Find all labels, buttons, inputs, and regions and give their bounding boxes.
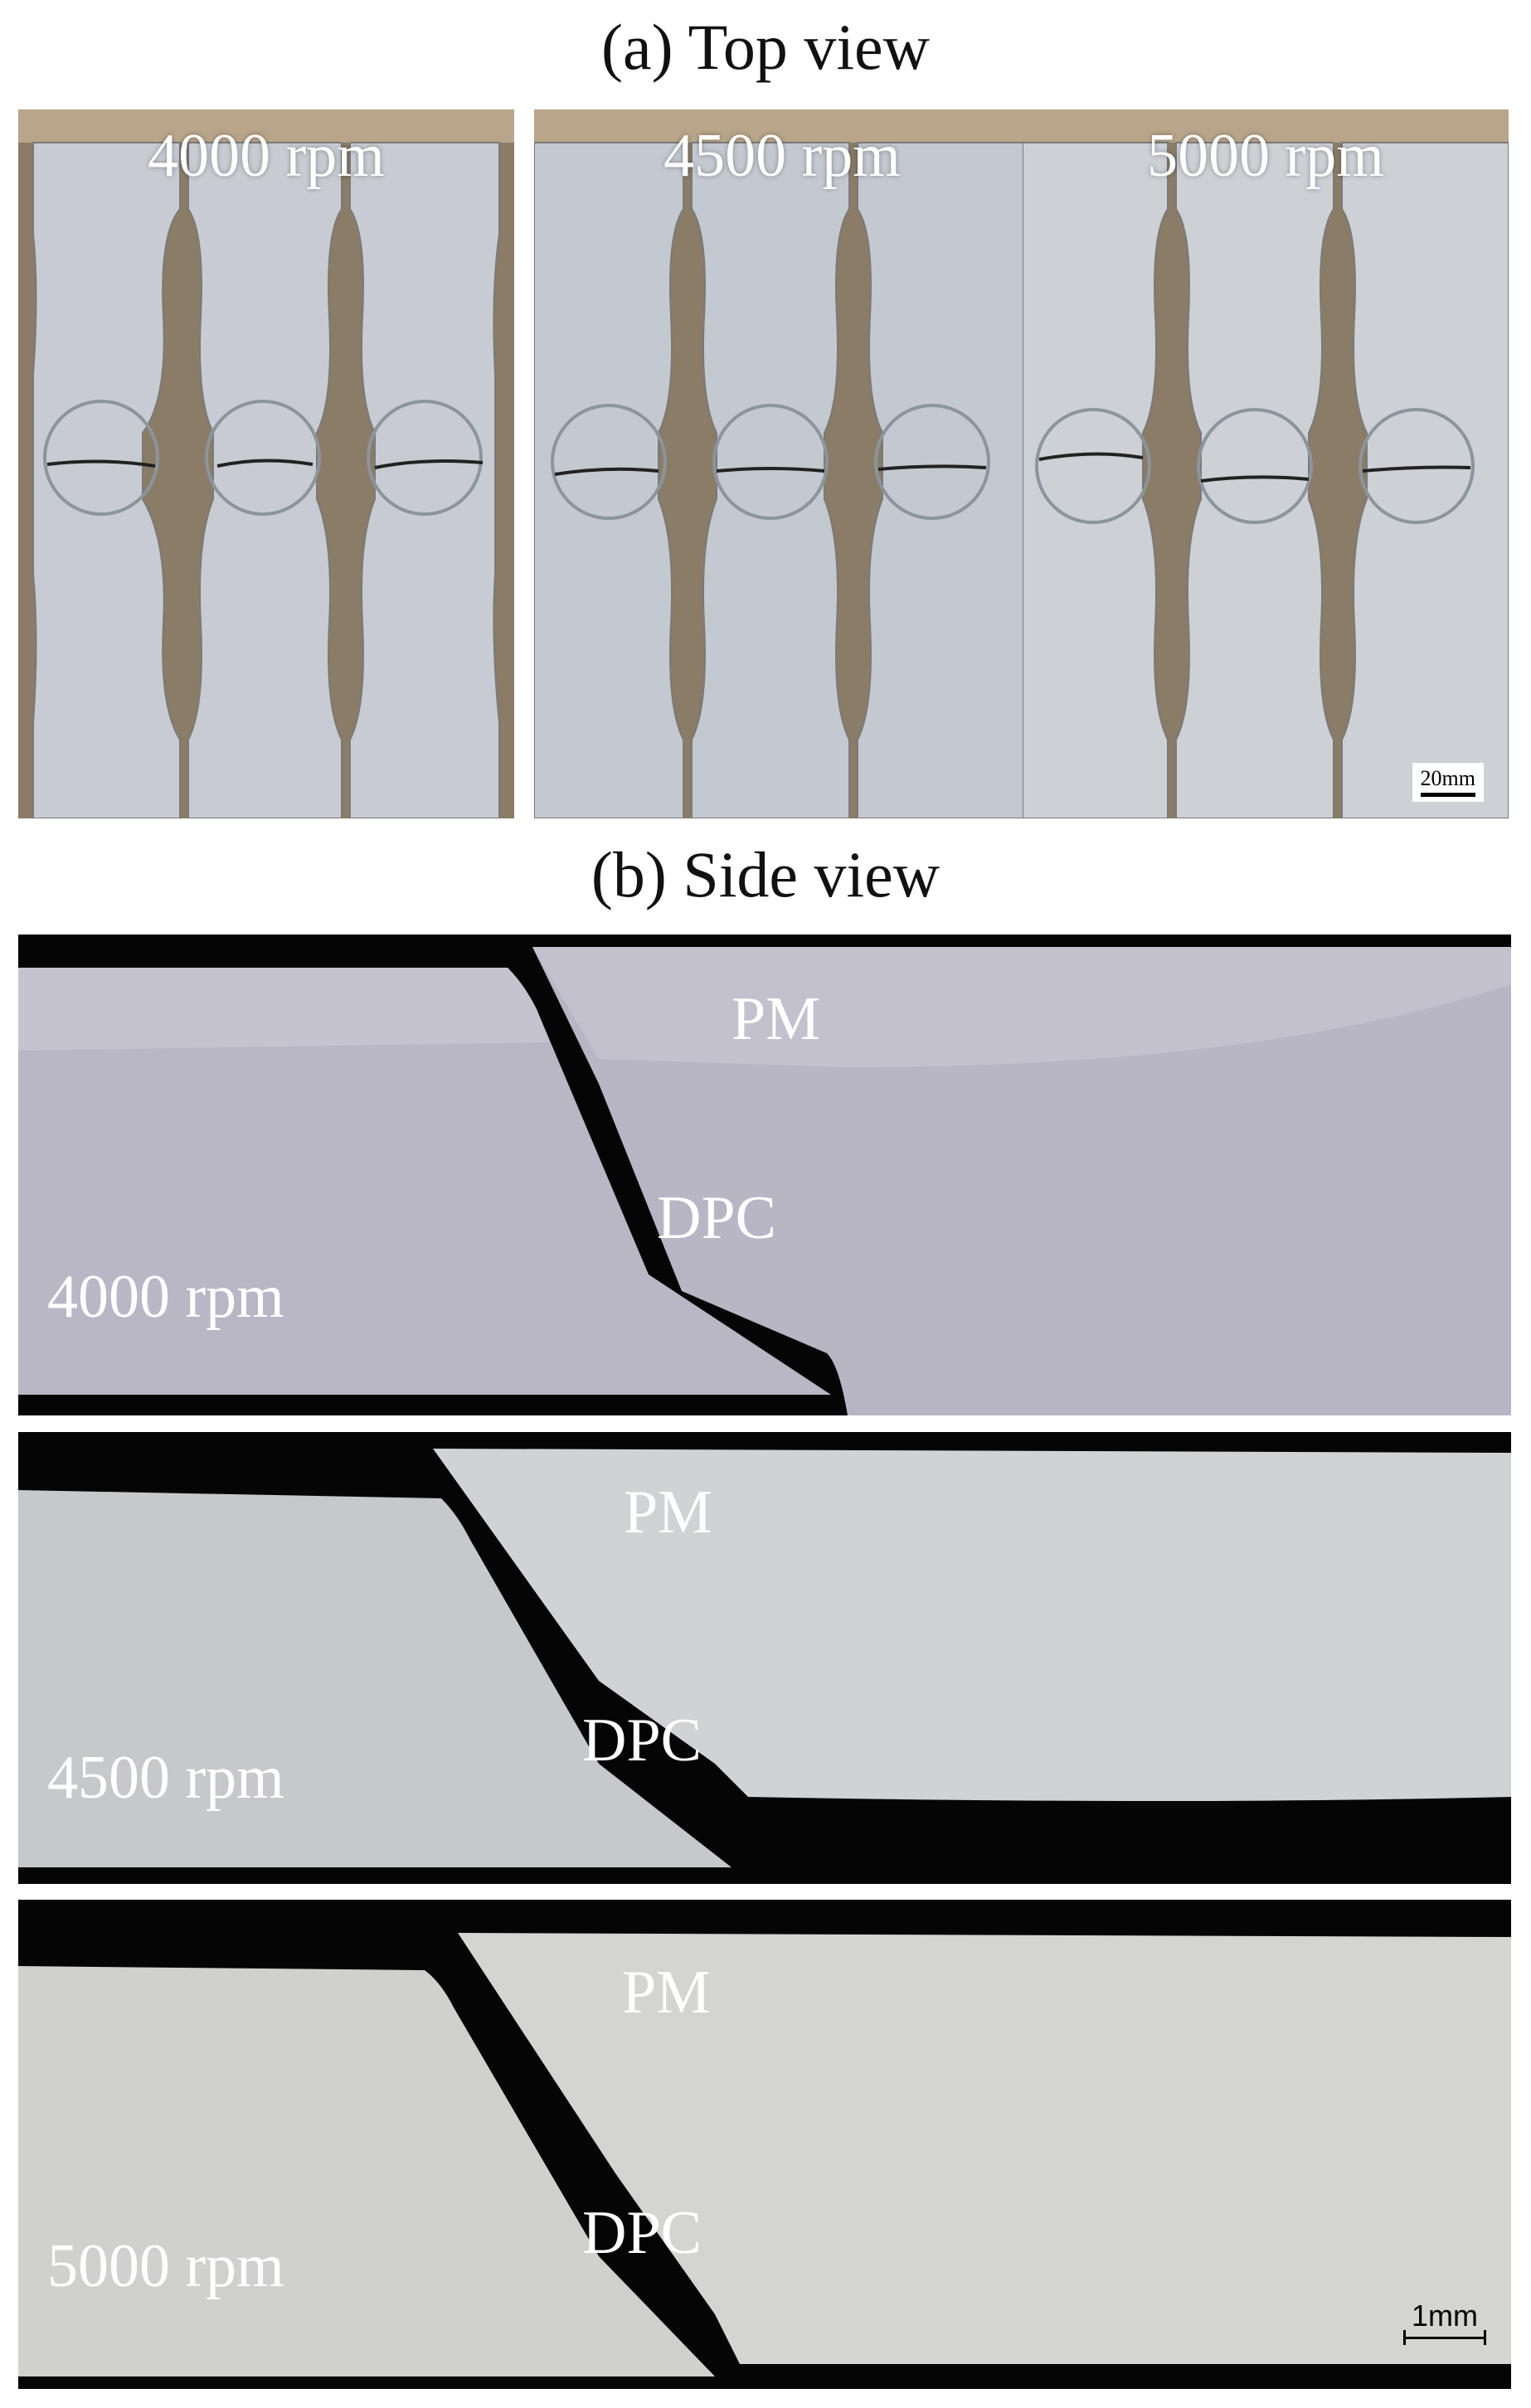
zone-label-pm: PM <box>624 1478 712 1546</box>
rpm-label: 5000 rpm <box>1147 122 1384 190</box>
zone-label-pm: PM <box>731 985 820 1053</box>
scale-bar-20mm: 20mm <box>1412 763 1484 802</box>
side-view-section-4000rpm: PM DPC 4000 rpm <box>18 935 1511 1415</box>
scale-bar-label: 20mm <box>1420 766 1475 790</box>
top-view-photo-4000rpm: 4000 rpm <box>18 109 514 818</box>
side-view-title: (b) Side view <box>591 838 940 910</box>
scale-bar-label: 1mm <box>1412 2299 1478 2333</box>
side-view-section-4500rpm: PM DPC 4500 rpm <box>18 1432 1511 1884</box>
rpm-label: 4000 rpm <box>148 122 385 190</box>
scale-bar-line <box>1420 793 1475 797</box>
zone-label-dpc: DPC <box>582 1706 702 1774</box>
zone-label-dpc: DPC <box>657 1184 776 1252</box>
top-view-photo-5000rpm: 5000 rpm 20mm <box>1023 109 1509 818</box>
scale-bar-1mm: 1mm <box>1403 2299 1486 2345</box>
rpm-label: 4000 rpm <box>47 1263 284 1331</box>
zone-label-pm: PM <box>622 1959 711 2027</box>
rpm-label: 4500 rpm <box>47 1744 284 1812</box>
scale-bar-line <box>1403 2330 1486 2345</box>
zone-label-dpc: DPC <box>582 2199 702 2267</box>
top-view-title: (a) Top view <box>601 11 930 83</box>
top-view-photo-4500rpm: 4500 rpm <box>534 109 1030 818</box>
rpm-label: 5000 rpm <box>47 2232 284 2300</box>
rpm-label: 4500 rpm <box>663 122 901 190</box>
side-view-section-5000rpm: PM DPC 5000 rpm 1mm <box>18 1900 1511 2389</box>
